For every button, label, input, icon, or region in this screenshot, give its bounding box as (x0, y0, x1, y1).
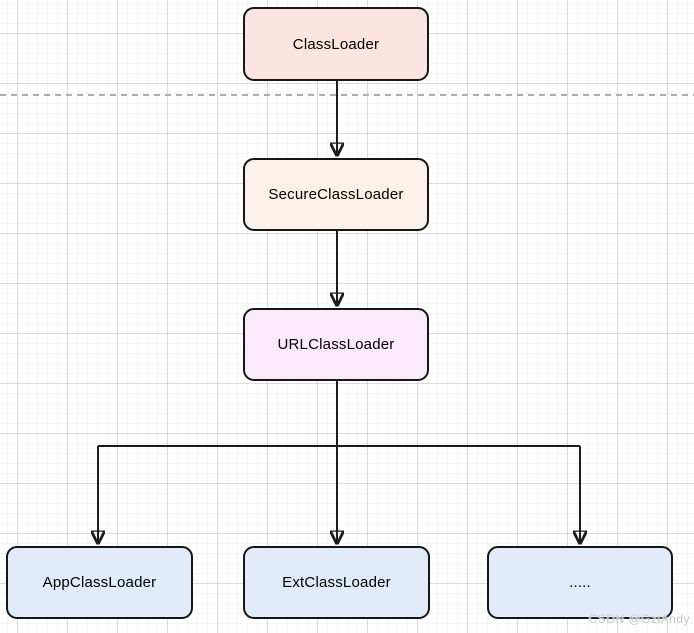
node-ext-classloader[interactable]: ExtClassLoader (243, 546, 430, 619)
node-url-classloader-label: URLClassLoader (277, 336, 395, 353)
node-ellipsis[interactable]: ..... (487, 546, 673, 619)
node-url-classloader[interactable]: URLClassLoader (243, 308, 429, 381)
node-ellipsis-label: ..... (569, 574, 591, 591)
node-ext-classloader-label: ExtClassLoader (282, 574, 391, 591)
node-secure-classloader[interactable]: SecureClassLoader (243, 158, 429, 231)
node-classloader-label: ClassLoader (292, 35, 380, 53)
node-app-classloader-label: AppClassLoader (42, 574, 157, 591)
page-boundary-dashed-line (0, 94, 694, 96)
node-secure-classloader-label: SecureClassLoader (268, 186, 404, 203)
node-app-classloader[interactable]: AppClassLoader (6, 546, 193, 619)
node-classloader[interactable]: ClassLoader (243, 7, 429, 81)
